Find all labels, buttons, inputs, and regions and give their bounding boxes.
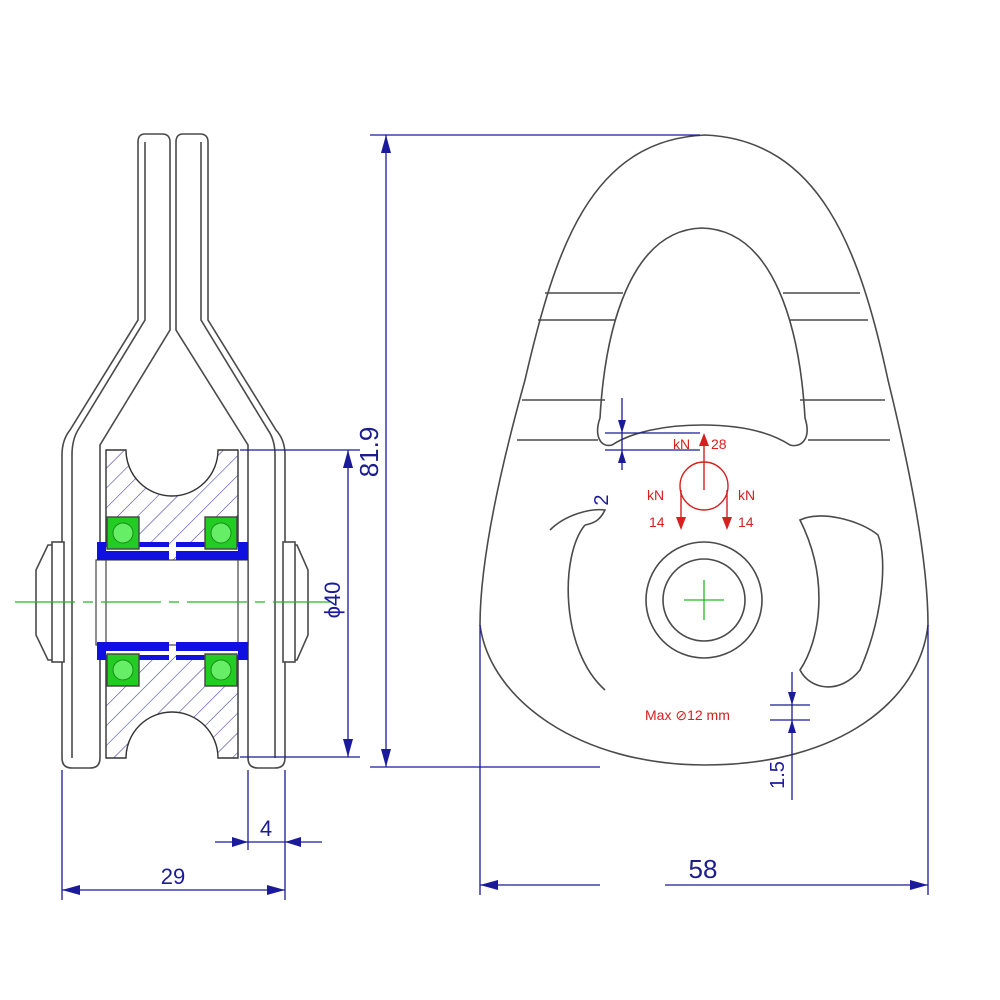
dimension-plate-thickness: 4 <box>215 770 322 850</box>
load-top-unit: kN <box>673 436 690 452</box>
right-lightening-slot <box>798 515 884 688</box>
load-right-unit: kN <box>738 487 755 503</box>
bearing-ball-top-left <box>106 516 140 550</box>
side-plate-inner-line-right <box>200 142 276 758</box>
dimension-front-width: 58 <box>479 625 929 895</box>
dimension-gap-bottom-label: 1.5 <box>767 761 789 789</box>
load-left-value: 14 <box>649 514 665 530</box>
dimension-front-width-label: 58 <box>689 854 718 884</box>
front-attachment-slot <box>596 227 808 447</box>
dimension-sheave-diameter-label: ϕ40 <box>320 582 345 619</box>
load-right-value: 14 <box>738 514 754 530</box>
load-diagram: kN 28 kN 14 kN 14 <box>647 433 755 530</box>
rope-max-label: Max ⊘12 mm <box>645 707 730 723</box>
dimension-plate-thickness-label: 4 <box>260 816 272 841</box>
axle-inner-ring <box>662 558 746 642</box>
side-view: 29 4 ϕ40 <box>15 133 360 900</box>
front-view: kN 28 kN 14 kN 14 Max ⊘12 mm 2 1.5 <box>354 134 929 895</box>
side-plate-inner-line-left <box>71 142 146 758</box>
load-left-unit: kN <box>647 487 664 503</box>
side-plate-outline <box>61 133 171 769</box>
bearing-ball-top-right <box>204 516 238 550</box>
dimension-overall-height: 81.9 <box>354 134 700 768</box>
dimension-gap-top: 2 <box>591 398 700 506</box>
sheave-arc <box>567 524 606 691</box>
dimension-overall-height-label: 81.9 <box>354 427 384 478</box>
dimension-gap-bottom: 1.5 <box>767 672 810 800</box>
sheave-arc-small <box>549 508 607 531</box>
dimension-side-width: 29 <box>61 770 286 900</box>
dimension-side-width-label: 29 <box>161 864 185 889</box>
side-plate-outline-right <box>175 133 286 769</box>
bearing-ball-bottom-right <box>204 653 238 687</box>
bearing-ball-bottom-left <box>106 653 140 687</box>
dimension-sheave-diameter: ϕ40 <box>240 449 360 758</box>
load-top-value: 28 <box>711 436 727 452</box>
dimension-gap-top-label: 2 <box>591 494 613 505</box>
axle-outer-ring <box>645 541 763 659</box>
front-plate-outline <box>479 134 929 766</box>
